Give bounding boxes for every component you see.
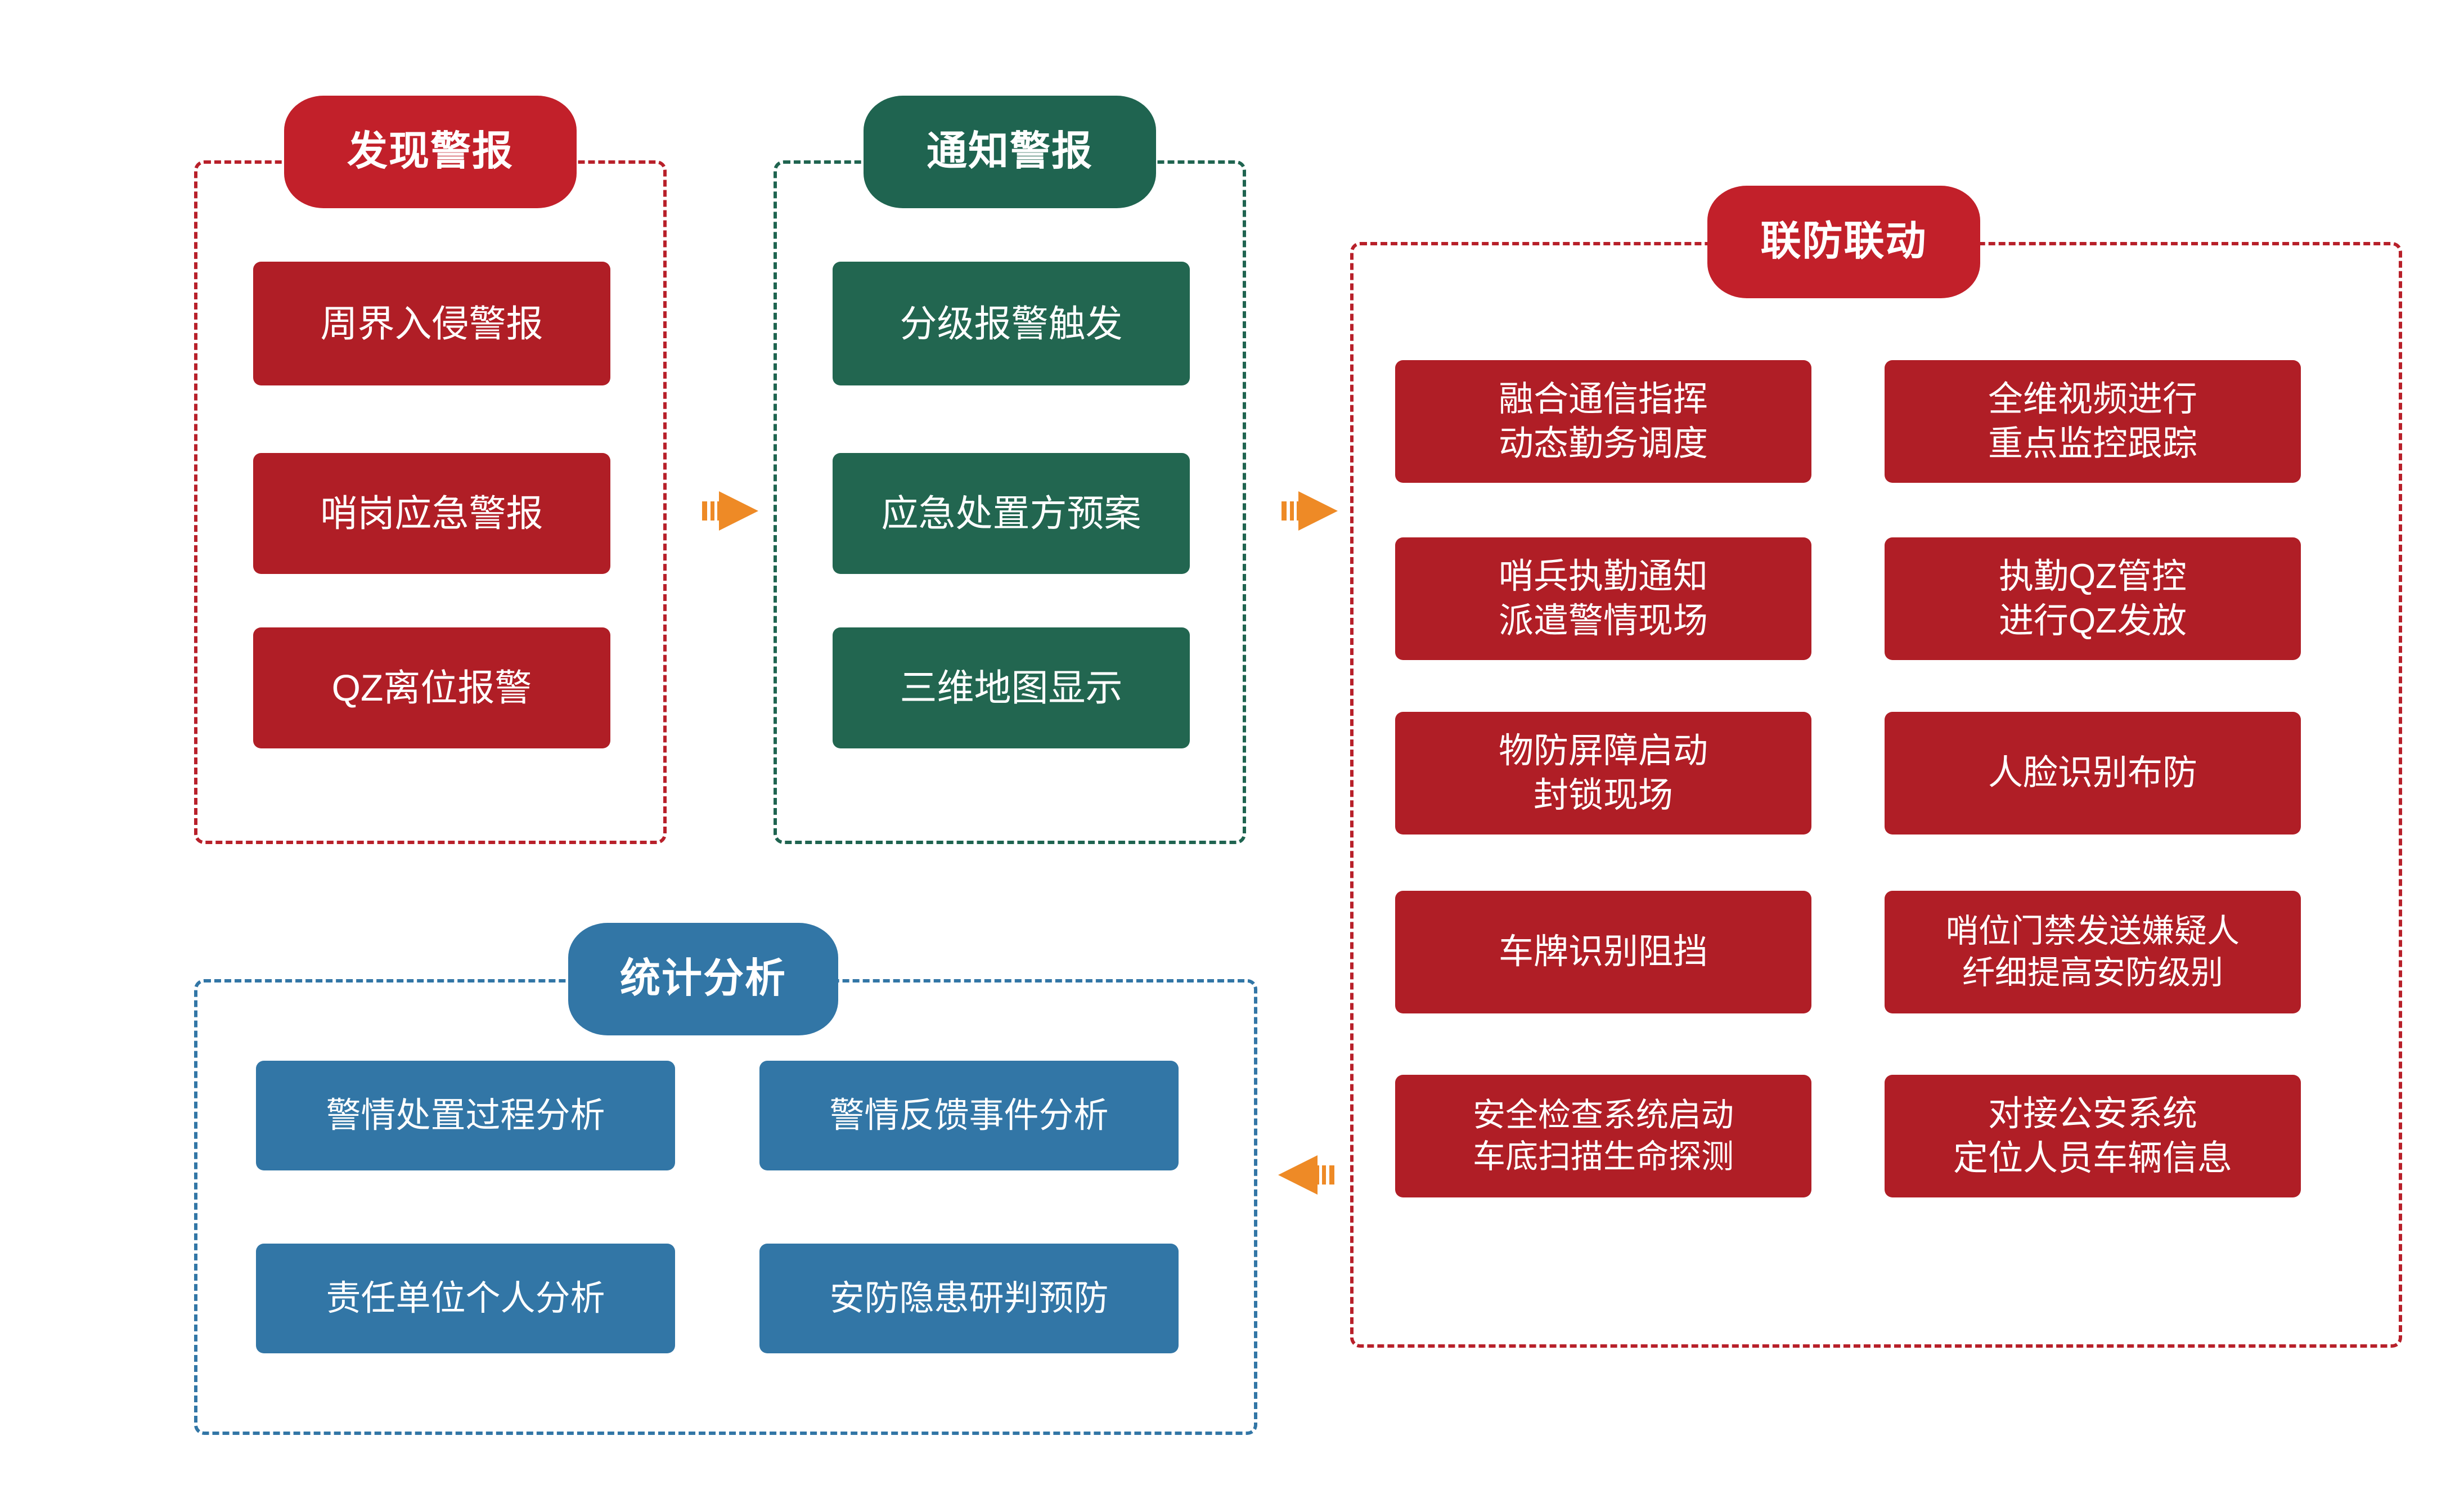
- box-statistics-left-2[interactable]: 责任单位个人分析: [256, 1244, 675, 1353]
- box-joint-left-5[interactable]: 安全检查系统启动 车底扫描生命探测: [1395, 1075, 1811, 1197]
- box-joint-left-2[interactable]: 哨兵执勤通知 派遣警情现场: [1395, 537, 1811, 660]
- box-joint-right-3[interactable]: 人脸识别布防: [1885, 712, 2301, 835]
- pill-statistics[interactable]: 统计分析: [568, 923, 838, 1035]
- box-statistics-right-2[interactable]: 安防隐患研判预防: [759, 1244, 1179, 1353]
- box-notify-item-2[interactable]: 应急处置方预案: [833, 453, 1190, 574]
- arrow-discover-to-notify: [698, 481, 762, 540]
- box-notify-item-3[interactable]: 三维地图显示: [833, 627, 1190, 748]
- pill-discover-alarm[interactable]: 发现警报: [284, 96, 577, 208]
- box-joint-right-5[interactable]: 对接公安系统 定位人员车辆信息: [1885, 1075, 2301, 1197]
- box-joint-left-3[interactable]: 物防屏障启动 封锁现场: [1395, 712, 1811, 835]
- pill-joint-defense[interactable]: 联防联动: [1707, 186, 1980, 298]
- box-discover-item-2[interactable]: 哨岗应急警报: [253, 453, 610, 574]
- box-joint-right-2[interactable]: 执勤QZ管控 进行QZ发放: [1885, 537, 2301, 660]
- box-joint-left-1[interactable]: 融合通信指挥 动态勤务调度: [1395, 360, 1811, 483]
- arrow-notify-to-joint: [1277, 481, 1342, 540]
- box-discover-item-3[interactable]: QZ离位报警: [253, 627, 610, 748]
- box-statistics-left-1[interactable]: 警情处置过程分析: [256, 1061, 675, 1170]
- box-discover-item-1[interactable]: 周界入侵警报: [253, 262, 610, 385]
- arrow-joint-to-statistics: [1274, 1145, 1339, 1204]
- box-joint-right-4[interactable]: 哨位门禁发送嫌疑人 纤细提高安防级别: [1885, 891, 2301, 1013]
- box-joint-left-4[interactable]: 车牌识别阻挡: [1395, 891, 1811, 1013]
- box-joint-right-1[interactable]: 全维视频进行 重点监控跟踪: [1885, 360, 2301, 483]
- box-notify-item-1[interactable]: 分级报警触发: [833, 262, 1190, 385]
- pill-notify-alarm[interactable]: 通知警报: [864, 96, 1156, 208]
- panel-statistics: [194, 979, 1257, 1435]
- box-statistics-right-1[interactable]: 警情反馈事件分析: [759, 1061, 1179, 1170]
